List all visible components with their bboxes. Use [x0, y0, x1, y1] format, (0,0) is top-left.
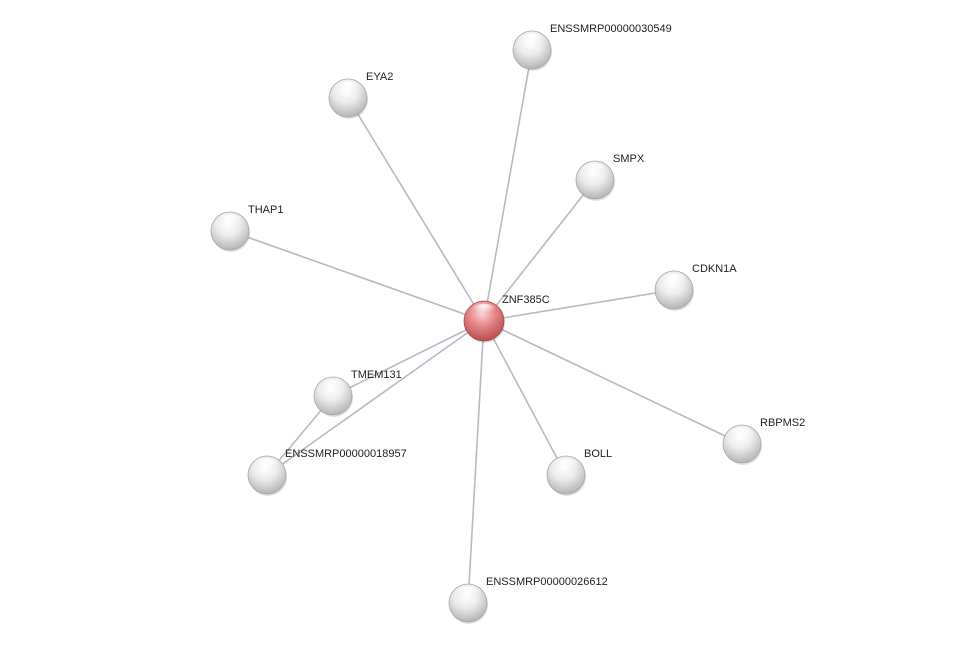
node-rbpms2[interactable]: RBPMS2 — [722, 417, 805, 465]
node-highlight — [471, 303, 497, 317]
node-highlight — [218, 214, 242, 227]
edge-znf385c-thap1[interactable] — [229, 230, 485, 322]
node-cdkn1a[interactable]: CDKN1A — [654, 263, 737, 311]
node-label-znf385c: ZNF385C — [502, 294, 550, 306]
edge-znf385c-boll[interactable] — [483, 320, 567, 476]
node-label-boll: BOLL — [584, 448, 612, 460]
node-label-thap1: THAP1 — [248, 204, 283, 216]
edge-znf385c-eya2[interactable] — [347, 97, 485, 322]
node-label-eya2: EYA2 — [366, 71, 393, 83]
node-highlight — [730, 427, 754, 440]
node-label-enssmrp00000018957: ENSSMRP00000018957 — [285, 448, 407, 460]
node-highlight — [554, 458, 578, 471]
node-label-rbpms2: RBPMS2 — [760, 417, 805, 429]
node-eya2[interactable]: EYA2 — [328, 71, 393, 119]
node-label-smpx: SMPX — [613, 153, 645, 165]
node-label-enssmrp00000026612: ENSSMRP00000026612 — [486, 576, 608, 588]
node-boll[interactable]: BOLL — [546, 448, 612, 496]
edge-znf385c-enssmrp00000030549[interactable] — [483, 49, 533, 322]
node-highlight — [520, 33, 544, 46]
node-enssmrp00000030549[interactable]: ENSSMRP00000030549 — [512, 23, 672, 71]
node-label-tmem131: TMEM131 — [351, 369, 402, 381]
node-smpx[interactable]: SMPX — [575, 153, 645, 201]
node-highlight — [456, 586, 480, 599]
node-znf385c[interactable]: ZNF385C — [463, 294, 550, 343]
node-highlight — [336, 81, 360, 94]
node-highlight — [321, 379, 345, 392]
node-thap1[interactable]: THAP1 — [210, 204, 283, 252]
edge-znf385c-enssmrp00000018957[interactable] — [266, 320, 485, 476]
edge-znf385c-rbpms2[interactable] — [483, 320, 743, 445]
edge-znf385c-enssmrp00000026612[interactable] — [467, 320, 485, 604]
node-enssmrp00000018957[interactable]: ENSSMRP00000018957 — [247, 448, 407, 496]
node-highlight — [583, 163, 607, 176]
node-enssmrp00000026612[interactable]: ENSSMRP00000026612 — [448, 576, 608, 624]
node-tmem131[interactable]: TMEM131 — [313, 369, 402, 417]
edge-znf385c-cdkn1a[interactable] — [483, 289, 675, 322]
edge-znf385c-smpx[interactable] — [483, 179, 596, 322]
edge-znf385c-tmem131[interactable] — [332, 320, 485, 397]
node-label-cdkn1a: CDKN1A — [692, 263, 737, 275]
node-highlight — [255, 458, 279, 471]
node-label-enssmrp00000030549: ENSSMRP00000030549 — [550, 23, 672, 35]
node-highlight — [662, 273, 686, 286]
